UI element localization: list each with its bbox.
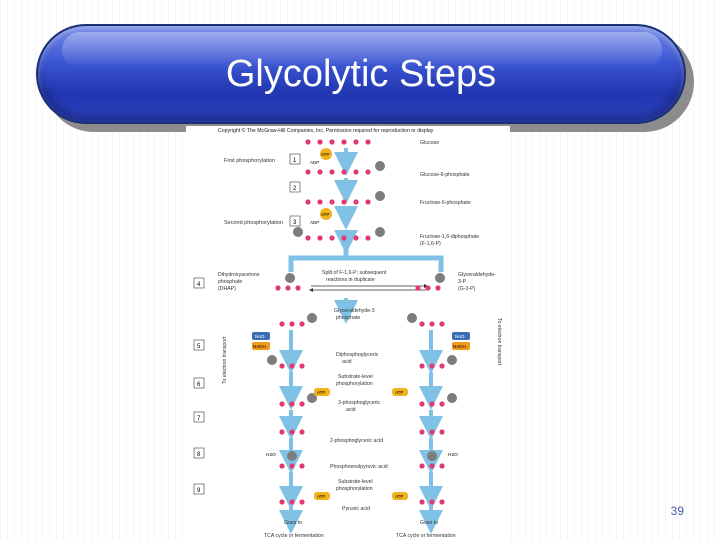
atp-label: ATP <box>321 212 329 217</box>
glycolysis-figure: Copyright © The McGraw-Hill Companies, I… <box>186 126 510 540</box>
dpg-label-2: acid <box>342 359 352 365</box>
g6p-molecule <box>305 161 385 175</box>
adp-label: ADP <box>310 220 319 225</box>
step-number: 3 <box>293 220 297 226</box>
atp-label: ATP <box>395 390 403 395</box>
step-6: 6 <box>193 377 205 389</box>
slide-title: Glycolytic Steps <box>225 53 497 95</box>
step-7: 7 <box>193 411 205 423</box>
dhap-label-2: phosphate <box>218 279 242 285</box>
water-labels: H2O H2O <box>266 452 458 458</box>
f16bp-label-1: Fructose-1,6-diphosphate <box>420 234 479 240</box>
glucose-molecule <box>305 139 371 145</box>
atp-badge-step3: ATP ADP <box>310 208 332 225</box>
pga2-pair <box>279 429 445 435</box>
pga3-label-1: 3-phosphoglyceric <box>338 400 381 406</box>
step-label: First phosphorylation <box>224 158 275 164</box>
title-banner: Glycolytic Steps <box>36 24 686 124</box>
step-5: 5 <box>193 339 205 351</box>
f6p-molecule <box>305 191 385 205</box>
g6p-label: Glucose-6-phosphate <box>420 172 470 178</box>
molecule-labels: Glucose Glucose-6-phosphate Fructose-6-p… <box>218 140 496 539</box>
step-number: 5 <box>197 344 201 350</box>
glucose-label: Glucose <box>420 140 439 146</box>
step-9: 9 <box>193 483 205 495</box>
nadh-label: NADH <box>453 344 466 349</box>
electron-transport-left: To electron transport <box>222 336 228 384</box>
pga2-label: 2-phosphoglyceric acid <box>330 438 383 444</box>
g3p-side-label-1: Glyceraldehyde- <box>458 272 496 278</box>
title-banner-gloss <box>62 32 662 68</box>
tca-left: TCA cycle or fermentation <box>264 533 324 539</box>
tca-right: TCA cycle or fermentation <box>396 533 456 539</box>
f16bp-molecule <box>293 227 385 241</box>
nad-left: NAD NADH <box>252 332 270 350</box>
step-3: 3 Second phosphorylation <box>224 215 301 227</box>
copyright-text: Copyright © The McGraw-Hill Companies, I… <box>218 127 434 134</box>
split-arrows <box>288 248 444 272</box>
dhap-label-3: (DHAP) <box>218 286 236 292</box>
step-4: 4 <box>193 277 205 289</box>
f16bp-label-2: (F-1,6-P) <box>420 241 441 247</box>
pep-label: Phosphoenolpyruvic acid <box>330 464 388 470</box>
atp-label: ATP <box>395 494 403 499</box>
step-number: 2 <box>293 186 297 192</box>
g3p-side-label-2: 3-P <box>458 279 467 285</box>
dhap-label-1: Dihydroxyacetone <box>218 272 260 278</box>
atp-label: ATP <box>317 390 325 395</box>
g3p-side-label-3: (G-3-P) <box>458 286 476 292</box>
pyruvic-label: Pyruvic acid <box>342 506 370 512</box>
split-label-2: reactions in duplicate <box>326 277 375 283</box>
slp-label-2: phosphorylation <box>336 381 373 387</box>
step-number: 8 <box>197 452 201 458</box>
split-label-1: Split of F-1,6-P; subsequent <box>322 270 387 276</box>
glycolysis-diagram: Copyright © The McGraw-Hill Companies, I… <box>193 127 502 539</box>
nad-label: NAD <box>255 334 265 339</box>
pep-pair <box>279 451 445 469</box>
slp-label-3: Substrate-level <box>338 479 373 485</box>
adp-label: ADP <box>310 160 319 165</box>
atp-label: ATP <box>321 152 329 157</box>
nadh-label: NADH <box>253 344 266 349</box>
atp-label: ATP <box>317 494 325 499</box>
water-label: H2O <box>266 452 276 458</box>
step-label: Second phosphorylation <box>224 220 283 226</box>
water-label: H2O <box>448 452 458 458</box>
pga3-pair <box>279 393 457 407</box>
nad-right: NAD NADH <box>452 332 470 350</box>
step-number: 6 <box>197 382 201 388</box>
step-1: 1 First phosphorylation <box>224 153 301 165</box>
slp-label-4: phosphorylation <box>336 486 373 492</box>
step-number: 9 <box>197 488 201 494</box>
dpg-label-1: Diphosphoglyceric <box>336 352 379 358</box>
slp-label-1: Substrate-level <box>338 374 373 380</box>
step-8: 8 <box>193 447 205 459</box>
dhap-molecule <box>275 273 301 291</box>
electron-transport-right: To electron transport <box>496 318 502 366</box>
g3p-label-2: phosphate <box>336 315 360 321</box>
goes-to-left: Goes to <box>284 520 302 526</box>
dpg-pair <box>267 355 457 369</box>
pyruvate-pair <box>279 499 445 505</box>
atp-pair-step9: ATP ATP <box>314 492 408 500</box>
slide-number: 39 <box>670 504 684 518</box>
g3p-pair <box>279 313 445 327</box>
isomerization-arrow <box>309 284 428 292</box>
nad-label: NAD <box>455 334 465 339</box>
goes-to-right: Goes to <box>420 520 438 526</box>
atp-pair-step6: ATP ATP <box>314 388 408 396</box>
step-number: 7 <box>197 416 201 422</box>
pga3-label-2: acid <box>346 407 356 413</box>
f6p-label: Fructose-6-phosphate <box>420 200 471 206</box>
step-number: 4 <box>197 282 201 288</box>
atp-badge-step1: ATP ADP <box>310 148 332 165</box>
step-number: 1 <box>293 158 297 164</box>
g3p-side-molecule <box>415 273 445 291</box>
g3p-label-1: Glyceraldehyde-3 <box>334 308 375 314</box>
step-2: 2 <box>289 181 301 193</box>
